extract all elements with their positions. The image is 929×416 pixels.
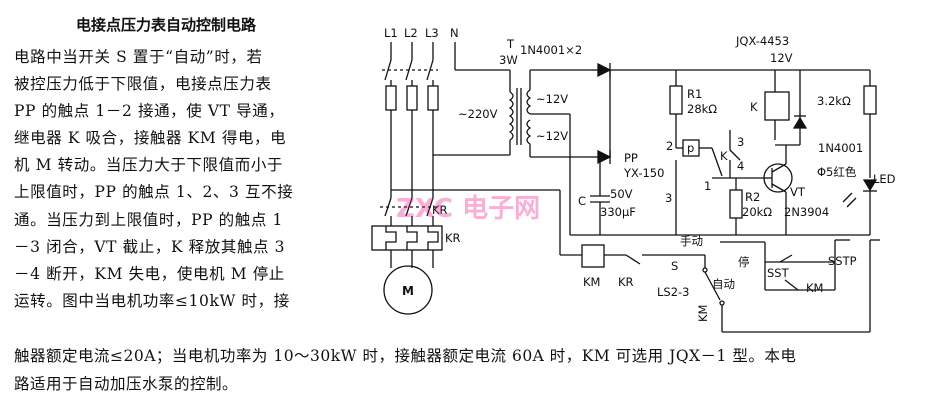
label-R2: R2: [745, 190, 760, 204]
label-stop: 停: [738, 255, 750, 269]
label-LS2-3: LS2-3: [657, 285, 690, 299]
label-auto: 自动: [712, 277, 735, 291]
label-manual: 手动: [680, 234, 703, 248]
label-L1: L1: [384, 26, 398, 40]
para-line: 上限值时，PP 的触点 1、2、3 互不接: [14, 183, 294, 202]
label-motor-M: M: [402, 284, 414, 298]
label-K-contact: K: [720, 149, 728, 163]
label-R1: R1: [687, 87, 702, 101]
label-KR-top: KR: [432, 203, 448, 217]
label-R3-value: 3.2kΩ: [817, 94, 851, 108]
bottom-line: 路适用于自动加压水泵的控制。: [14, 374, 239, 393]
label-node-3b: 3: [737, 135, 744, 149]
label-node-3: 3: [665, 191, 672, 205]
label-KR-contact: KR: [618, 275, 634, 289]
para-line: PP 的触点 1－2 接通，使 VT 导通，: [14, 102, 285, 121]
label-transformer-T: T: [506, 37, 515, 51]
para-line: 继电器 K 吸合，接触器 KM 得电，电: [14, 129, 287, 148]
label-relay-K: K: [750, 100, 758, 114]
label-L3: L3: [425, 26, 439, 40]
label-relay-voltage: 12V: [770, 51, 793, 65]
label-220v: ~220V: [458, 107, 498, 121]
page-title: 电接点压力表自动控制电路: [76, 16, 257, 34]
label-capacitor-value: 330μF: [600, 205, 636, 219]
label-relay-model: JQX-4453: [735, 34, 789, 48]
label-KM-vertical: KM: [696, 305, 710, 322]
label-capacitor-voltage: 50V: [610, 187, 633, 201]
label-N: N: [450, 26, 459, 40]
label-VT: VT: [790, 185, 806, 199]
label-VT-model: 2N3904: [784, 205, 829, 219]
label-capacitor-C: C: [578, 194, 586, 208]
para-line: 通。当压力到上限值时，PP 的触点 1: [14, 210, 283, 229]
bottom-paragraph: 触器额定电流≤20A；当电机功率为 10～30kW 时，接触器额定电流 60A …: [14, 343, 919, 398]
para-line: 被控压力低于下限值，电接点压力表: [14, 75, 272, 94]
label-SSTP: SSTP: [828, 254, 857, 268]
label-SST: SST: [767, 266, 790, 280]
label-R2-value: 20kΩ: [742, 205, 772, 219]
label-KM-aux: KM: [806, 281, 823, 295]
description-paragraph: 电路中当开关 S 置于“自动”时，若 被控压力低于下限值，电接点压力表 PP 的…: [14, 44, 359, 315]
label-switch-S: S: [671, 259, 678, 273]
label-pressure-p: p: [687, 141, 694, 155]
label-led-spec: Φ5红色: [817, 165, 857, 179]
label-KM-coil: KM: [583, 275, 600, 289]
label-node-1: 1: [704, 179, 711, 193]
para-line: 电路中当开关 S 置于“自动”时，若: [14, 48, 263, 66]
label-node-2: 2: [666, 139, 673, 153]
para-line: －4 断开，KM 失电，使电机 M 停止: [14, 264, 285, 283]
label-LED: LED: [873, 172, 896, 186]
label-diode-1N4001: 1N4001: [818, 141, 863, 155]
para-line: －3 闭合，VT 截止，K 释放其触点 3: [14, 237, 286, 256]
label-L2: L2: [404, 26, 418, 40]
label-12v-a: ~12V: [536, 92, 568, 106]
label-node-4: 4: [737, 159, 744, 173]
label-PP: PP: [624, 151, 638, 165]
label-R1-value: 28kΩ: [687, 102, 717, 116]
label-KR: KR: [445, 231, 461, 245]
label-transformer-power: 3W: [499, 53, 518, 67]
label-PP-model: YX-150: [623, 166, 664, 180]
bottom-line: 触器额定电流≤20A；当电机功率为 10～30kW 时，接触器额定电流 60A …: [14, 347, 797, 365]
label-diodes: 1N4001×2: [520, 43, 582, 57]
para-line: 机 M 转动。当压力大于下限值而小于: [14, 156, 284, 175]
para-line: 运转。图中当电机功率≤10kW 时，接: [14, 291, 290, 310]
watermark: ZXC 电子网: [396, 194, 540, 224]
label-12v-b: ~12V: [536, 129, 568, 143]
